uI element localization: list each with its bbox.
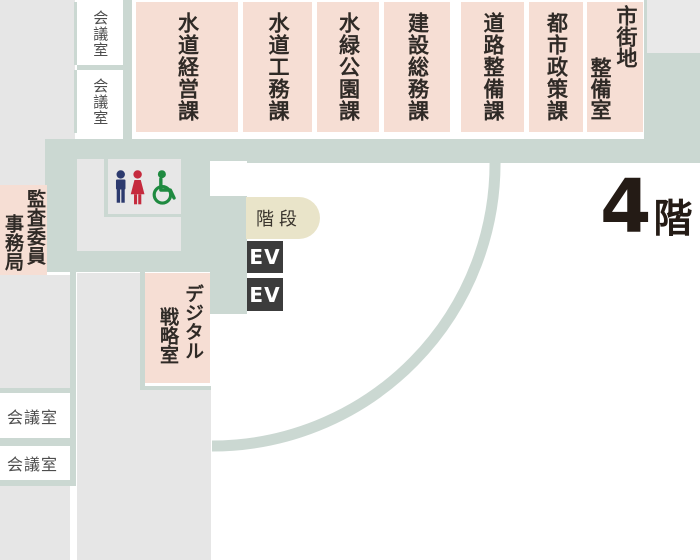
wheelchair-icon — [152, 170, 176, 205]
room-suido-komu: 水道工務課 — [243, 2, 312, 132]
restroom-block-bottom — [77, 217, 181, 251]
women-icon — [130, 170, 145, 205]
room-label-col2: 戦略室 — [157, 307, 179, 364]
stairs-area: 階段 — [246, 197, 320, 239]
floor-label: 4 階 — [600, 170, 693, 244]
meeting-room-label: 会議室 — [7, 455, 59, 474]
gray-notch-top-right — [647, 0, 700, 53]
room-label: 水道経営課 — [175, 12, 200, 122]
elevator-label: EV — [249, 245, 281, 269]
white-notch — [210, 161, 247, 196]
corridor-strip-left — [70, 271, 76, 486]
corridor-line-under-digital — [145, 386, 211, 390]
room-kansa-iin-jimukyoku: 監査委員 事務局 — [0, 185, 47, 275]
room-label-col1: 監査委員 — [24, 189, 46, 265]
floor-suffix: 階 — [653, 197, 693, 242]
corridor-strip-meeting-top-left2 — [74, 70, 79, 133]
room-label: 水道工務課 — [266, 12, 291, 122]
gray-area-left-upper — [0, 139, 45, 185]
elevator-label: EV — [249, 282, 281, 307]
meeting-room-top-2: 会議室 — [77, 70, 123, 133]
corridor-strip-meeting-top-left1 — [74, 2, 79, 65]
room-kensetsu-somu: 建設総務課 — [384, 2, 450, 132]
meeting-room-label: 会議室 — [91, 9, 110, 58]
meeting-room-top-1: 会議室 — [77, 2, 123, 65]
gray-area-mid-block — [77, 273, 140, 560]
elevator-1: EV — [247, 241, 283, 273]
room-label: 水緑公園課 — [336, 12, 361, 122]
room-label: 道路整備課 — [481, 12, 506, 122]
meeting-room-label: 会議室 — [91, 77, 110, 126]
room-label-col1: 市街地 — [614, 5, 638, 68]
corridor-gap-meeting-top — [77, 65, 123, 70]
room-label: 建設総務課 — [405, 12, 430, 122]
gray-area-left-mid — [0, 275, 70, 388]
meeting-room-bottom-2: 会議室 — [0, 446, 70, 480]
floor-number: 4 — [600, 164, 652, 250]
gray-area-top-left — [0, 0, 75, 139]
room-label-col2: 整備室 — [588, 57, 612, 120]
room-digital-senryaku: デジタル 戦略室 — [145, 273, 210, 383]
room-label-col2: 事務局 — [2, 214, 24, 271]
men-icon — [115, 170, 126, 203]
room-label-col1: デジタル — [182, 284, 204, 360]
stairs-label: 階段 — [256, 209, 302, 230]
room-doro-seibi: 道路整備課 — [461, 2, 524, 132]
corridor-strip-meeting-top-right — [123, 0, 132, 139]
room-label: 都市政策課 — [544, 12, 569, 122]
restroom-icons — [115, 170, 176, 205]
corridor-strip-digital — [140, 271, 145, 390]
room-suido-keiei: 水道経営課 — [136, 2, 238, 132]
meeting-room-label: 会議室 — [7, 407, 59, 427]
room-shigaichi-seibi: 市街地 整備室 — [587, 2, 643, 132]
meeting-room-bottom-1: 会議室 — [0, 393, 70, 438]
gray-area-left-bottom — [0, 486, 70, 560]
room-suiryoku-koen: 水緑公園課 — [317, 2, 379, 132]
room-toshi-seisaku: 都市政策課 — [529, 2, 583, 132]
gray-area-bottom-block — [138, 390, 211, 560]
elevator-2: EV — [247, 278, 283, 311]
